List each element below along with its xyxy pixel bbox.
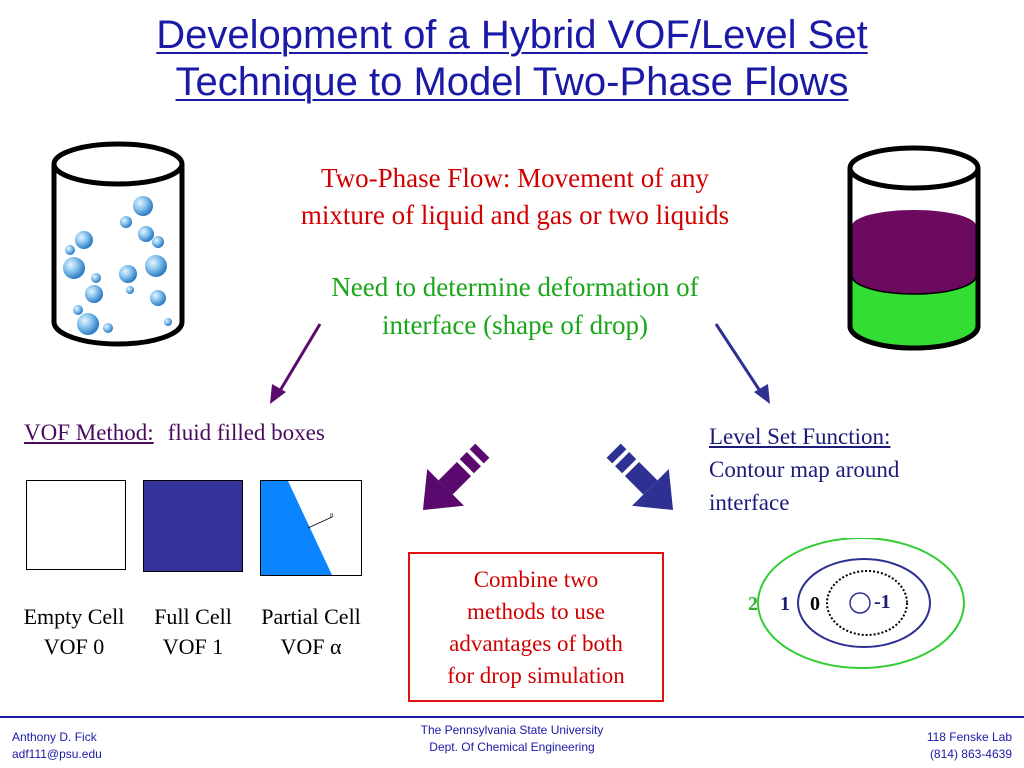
combine-line-1: Combine two bbox=[473, 567, 599, 592]
level-set-heading: Level Set Function: Contour map around i… bbox=[709, 420, 1009, 519]
level-set-desc-line-1: Contour map around bbox=[709, 457, 900, 482]
arrow-to-level-set-icon bbox=[714, 323, 770, 404]
full-cell-name: Full Cell bbox=[154, 604, 232, 629]
footer-author: Anthony D. Fick adf111@psu.edu bbox=[12, 729, 102, 763]
slide-title: Development of a Hybrid VOF/Level Set Te… bbox=[0, 12, 1024, 106]
author-name: Anthony D. Fick bbox=[12, 730, 97, 744]
combine-line-4: for drop simulation bbox=[447, 663, 625, 688]
vof-block-arrow-icon bbox=[422, 443, 490, 511]
contour-label-2: 2 bbox=[748, 593, 758, 615]
need-line-2: interface (shape of drop) bbox=[381, 310, 649, 340]
contour-label-1: 1 bbox=[780, 593, 790, 615]
footer-divider bbox=[0, 716, 1024, 718]
vof-method-heading: VOF Method: fluid filled boxes bbox=[24, 420, 325, 446]
institution-name: The Pennsylvania State University bbox=[420, 723, 604, 737]
two-liquid-beaker-illustration bbox=[847, 145, 981, 351]
full-cell-value: VOF 1 bbox=[162, 634, 224, 659]
contour-2-ring bbox=[757, 538, 965, 669]
full-cell-label: Full Cell VOF 1 bbox=[133, 602, 253, 662]
two-phase-flow-definition: Two-Phase Flow: Movement of any mixture … bbox=[230, 160, 800, 234]
normal-vector-icon bbox=[307, 516, 333, 529]
bubbles bbox=[63, 196, 172, 335]
empty-cell-value: VOF 0 bbox=[43, 634, 105, 659]
author-email: adf111@psu.edu bbox=[12, 747, 102, 761]
contour-0-ring bbox=[826, 570, 908, 636]
footer-institution: The Pennsylvania State University Dept. … bbox=[362, 722, 662, 756]
combine-line-2: methods to use bbox=[467, 599, 605, 624]
contour-label-minus-1: -1 bbox=[874, 591, 891, 613]
level-set-desc-line-2: interface bbox=[709, 490, 790, 515]
definition-line-1: Two-Phase Flow: Movement of any bbox=[320, 163, 710, 193]
combine-line-3: advantages of both bbox=[449, 631, 623, 656]
need-line-1: Need to determine deformation of bbox=[331, 272, 699, 302]
empty-cell-label: Empty Cell VOF 0 bbox=[14, 602, 134, 662]
combine-methods-box: Combine two methods to use advantages of… bbox=[408, 552, 664, 702]
contour-minus-1-ring bbox=[849, 592, 871, 614]
partial-cell-name: Partial Cell bbox=[261, 604, 361, 629]
department-name: Dept. Of Chemical Engineering bbox=[429, 740, 595, 754]
definition-line-2: mixture of liquid and gas or two liquids bbox=[300, 200, 730, 230]
partial-cell-value: VOF α bbox=[280, 634, 342, 659]
interface-need-text: Need to determine deformation of interfa… bbox=[250, 268, 780, 344]
phone-number: (814) 863-4639 bbox=[929, 747, 1012, 761]
arrow-to-vof-icon bbox=[270, 323, 322, 404]
full-cell-box bbox=[143, 480, 243, 572]
level-set-block-arrow-icon bbox=[606, 443, 674, 511]
office-location: 118 Fenske Lab bbox=[926, 730, 1012, 744]
partial-cell-label: Partial Cell VOF α bbox=[251, 602, 371, 662]
partial-cell-box: n bbox=[260, 480, 362, 576]
vof-method-desc: fluid filled boxes bbox=[167, 420, 325, 445]
title-line-1: Development of a Hybrid VOF/Level Set bbox=[156, 13, 868, 57]
contour-label-0: 0 bbox=[810, 593, 820, 615]
footer-contact: 118 Fenske Lab (814) 863-4639 bbox=[927, 729, 1012, 763]
bubble-beaker-illustration bbox=[51, 141, 185, 347]
title-line-2: Technique to Model Two-Phase Flows bbox=[175, 60, 849, 104]
contour-1-ring bbox=[797, 558, 931, 648]
vof-method-label: VOF Method: bbox=[24, 420, 154, 445]
normal-label: n bbox=[330, 511, 334, 519]
level-set-contour-map: 2 1 0 -1 bbox=[748, 538, 965, 669]
level-set-label: Level Set Function: bbox=[709, 424, 891, 449]
empty-cell-name: Empty Cell bbox=[23, 604, 125, 629]
empty-cell-box bbox=[26, 480, 126, 570]
